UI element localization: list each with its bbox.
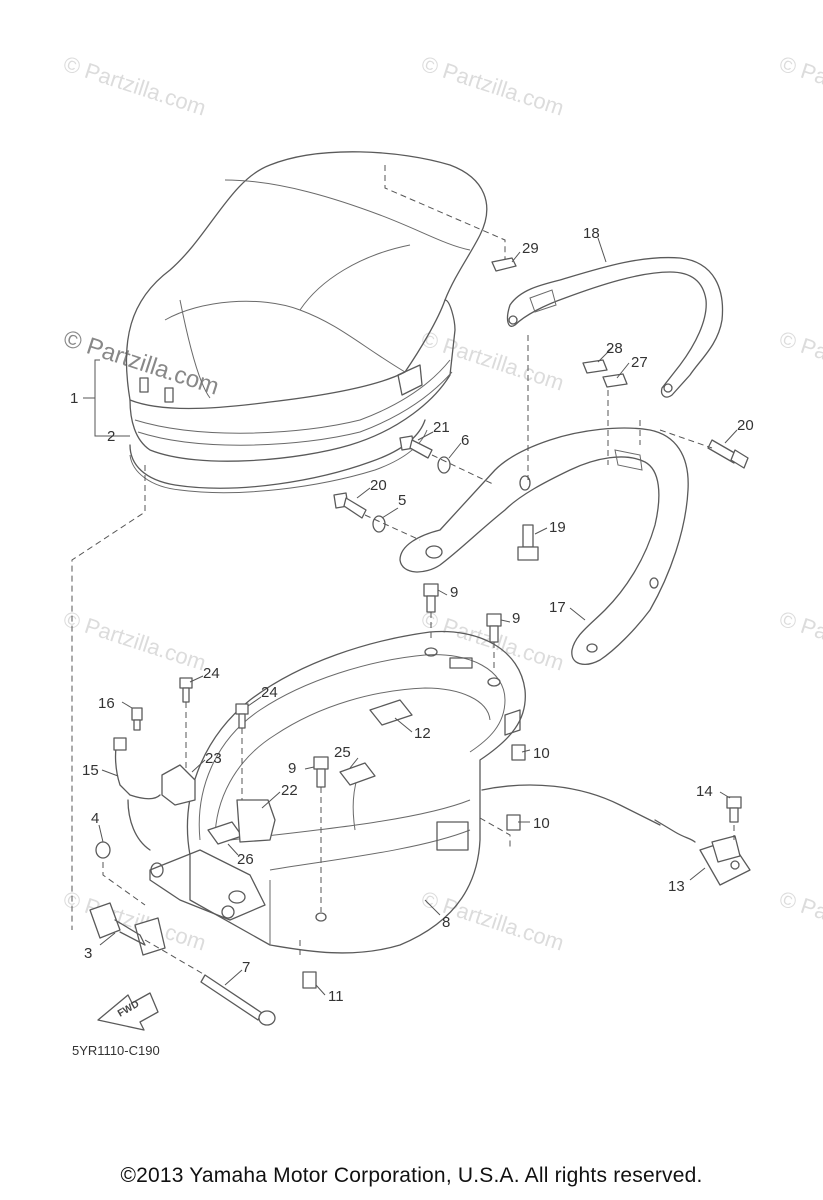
bolt-9-top[interactable] bbox=[423, 583, 439, 613]
bolt-19[interactable] bbox=[517, 524, 539, 561]
clip-10-lower[interactable] bbox=[506, 814, 521, 831]
clip-10-upper[interactable] bbox=[511, 744, 526, 761]
pad-27[interactable] bbox=[602, 373, 628, 388]
cable-end bbox=[654, 819, 696, 843]
callout-25[interactable]: 25 bbox=[334, 744, 351, 761]
watermark-text: © Partzilla.com bbox=[776, 886, 823, 956]
callout-19[interactable]: 19 bbox=[549, 519, 566, 536]
callout-16[interactable]: 16 bbox=[98, 695, 115, 712]
leader-lines bbox=[83, 237, 738, 996]
bolt-16[interactable] bbox=[131, 707, 143, 731]
clip-11[interactable] bbox=[302, 971, 317, 989]
watermark-text: © Partzilla.com bbox=[776, 51, 823, 121]
watermark-text: © Partzilla.com bbox=[60, 606, 209, 676]
callout-14[interactable]: 14 bbox=[696, 783, 713, 800]
diagram-code: 5YR1110-C190 bbox=[72, 1043, 160, 1058]
seat-lock-cable[interactable] bbox=[481, 784, 661, 826]
callout-21[interactable]: 21 bbox=[433, 419, 450, 436]
watermark-layer: © Partzilla.com © Partzilla.com © Partzi… bbox=[60, 51, 823, 956]
callout-5[interactable]: 5 bbox=[398, 492, 406, 509]
callout-27[interactable]: 27 bbox=[631, 354, 648, 371]
guide-line bbox=[479, 817, 511, 850]
bolt-9-right[interactable] bbox=[486, 613, 502, 643]
callout-1[interactable]: 1 bbox=[70, 390, 78, 407]
callout-9-right[interactable]: 9 bbox=[512, 610, 520, 627]
callout-23[interactable]: 23 bbox=[205, 750, 222, 767]
callout-10-lower[interactable]: 10 bbox=[533, 815, 550, 832]
callout-29[interactable]: 29 bbox=[522, 240, 539, 257]
seat-assembly[interactable] bbox=[125, 151, 488, 494]
hinge-bracket-3[interactable] bbox=[89, 902, 166, 956]
pad-28[interactable] bbox=[582, 359, 608, 374]
bolt-20-right[interactable] bbox=[707, 439, 749, 469]
bolt-21[interactable] bbox=[399, 435, 433, 459]
watermark-text: © Partzilla.com bbox=[60, 51, 209, 121]
callout-9-mid[interactable]: 9 bbox=[288, 760, 296, 777]
callout-12[interactable]: 12 bbox=[414, 725, 431, 742]
callout-15[interactable]: 15 bbox=[82, 762, 99, 779]
copyright-notice: ©2013 Yamaha Motor Corporation, U.S.A. A… bbox=[120, 1164, 703, 1187]
watermark-text: © Partzilla.com bbox=[418, 326, 567, 396]
watermark-text: © Partzilla.com bbox=[60, 886, 209, 956]
bracket-23[interactable] bbox=[161, 764, 196, 806]
watermark-text: © Partzilla.com bbox=[418, 51, 567, 121]
watermark-text: © Partzilla.com bbox=[776, 606, 823, 676]
bolt-9-mid[interactable] bbox=[313, 756, 329, 788]
callout-8[interactable]: 8 bbox=[442, 914, 450, 931]
seat-guide-line bbox=[71, 465, 146, 930]
watermark-text: © Partzilla.com bbox=[776, 326, 823, 396]
washer-5[interactable] bbox=[372, 515, 386, 533]
callout-22[interactable]: 22 bbox=[281, 782, 298, 799]
callout-6[interactable]: 6 bbox=[461, 432, 469, 449]
label-25[interactable] bbox=[339, 762, 376, 786]
callout-20-left[interactable]: 20 bbox=[370, 477, 387, 494]
rear-bracket-17[interactable] bbox=[399, 427, 689, 665]
callout-3[interactable]: 3 bbox=[84, 945, 92, 962]
guide-line bbox=[102, 862, 146, 906]
grab-bar-18[interactable] bbox=[506, 256, 724, 398]
bracket-22[interactable] bbox=[236, 799, 276, 843]
bolt-24-left[interactable] bbox=[179, 677, 193, 703]
washer-6[interactable] bbox=[437, 456, 451, 474]
bolt-24-right[interactable] bbox=[235, 703, 249, 729]
hinge-pin-7[interactable] bbox=[200, 974, 276, 1026]
storage-box-8[interactable] bbox=[149, 630, 526, 954]
guide-line bbox=[364, 514, 421, 541]
callout-11[interactable]: 11 bbox=[328, 988, 344, 1005]
bolt-20-left[interactable] bbox=[333, 492, 367, 519]
callout-24-right[interactable]: 24 bbox=[261, 684, 278, 701]
pad-29[interactable] bbox=[491, 257, 517, 272]
hinge-pin-15[interactable] bbox=[113, 737, 161, 851]
callout-28[interactable]: 28 bbox=[606, 340, 623, 357]
guide-line bbox=[659, 429, 713, 449]
seat-lock-13[interactable] bbox=[699, 835, 751, 886]
callout-13[interactable]: 13 bbox=[668, 878, 685, 895]
callouts: 1 2 3 4 5 6 7 8 9 9 9 10 10 11 12 13 14 … bbox=[70, 225, 754, 1005]
callout-7[interactable]: 7 bbox=[242, 959, 250, 976]
label-26[interactable] bbox=[207, 821, 243, 845]
callout-2[interactable]: 2 bbox=[107, 428, 115, 445]
callout-26[interactable]: 26 bbox=[237, 851, 254, 868]
guide-line bbox=[144, 939, 206, 976]
callout-9-top[interactable]: 9 bbox=[450, 584, 458, 601]
screw-14[interactable] bbox=[726, 796, 742, 823]
callout-10-upper[interactable]: 10 bbox=[533, 745, 550, 762]
bushing-4[interactable] bbox=[95, 841, 111, 859]
callout-24-left[interactable]: 24 bbox=[203, 665, 220, 682]
seat-guide-line bbox=[384, 165, 506, 262]
callout-18[interactable]: 18 bbox=[583, 225, 600, 242]
callout-20-right[interactable]: 20 bbox=[737, 417, 754, 434]
callout-17[interactable]: 17 bbox=[549, 599, 566, 616]
label-12[interactable] bbox=[369, 699, 413, 726]
callout-4[interactable]: 4 bbox=[91, 810, 99, 827]
guide-line bbox=[431, 454, 496, 486]
fwd-arrow-icon: FWD bbox=[97, 992, 159, 1031]
